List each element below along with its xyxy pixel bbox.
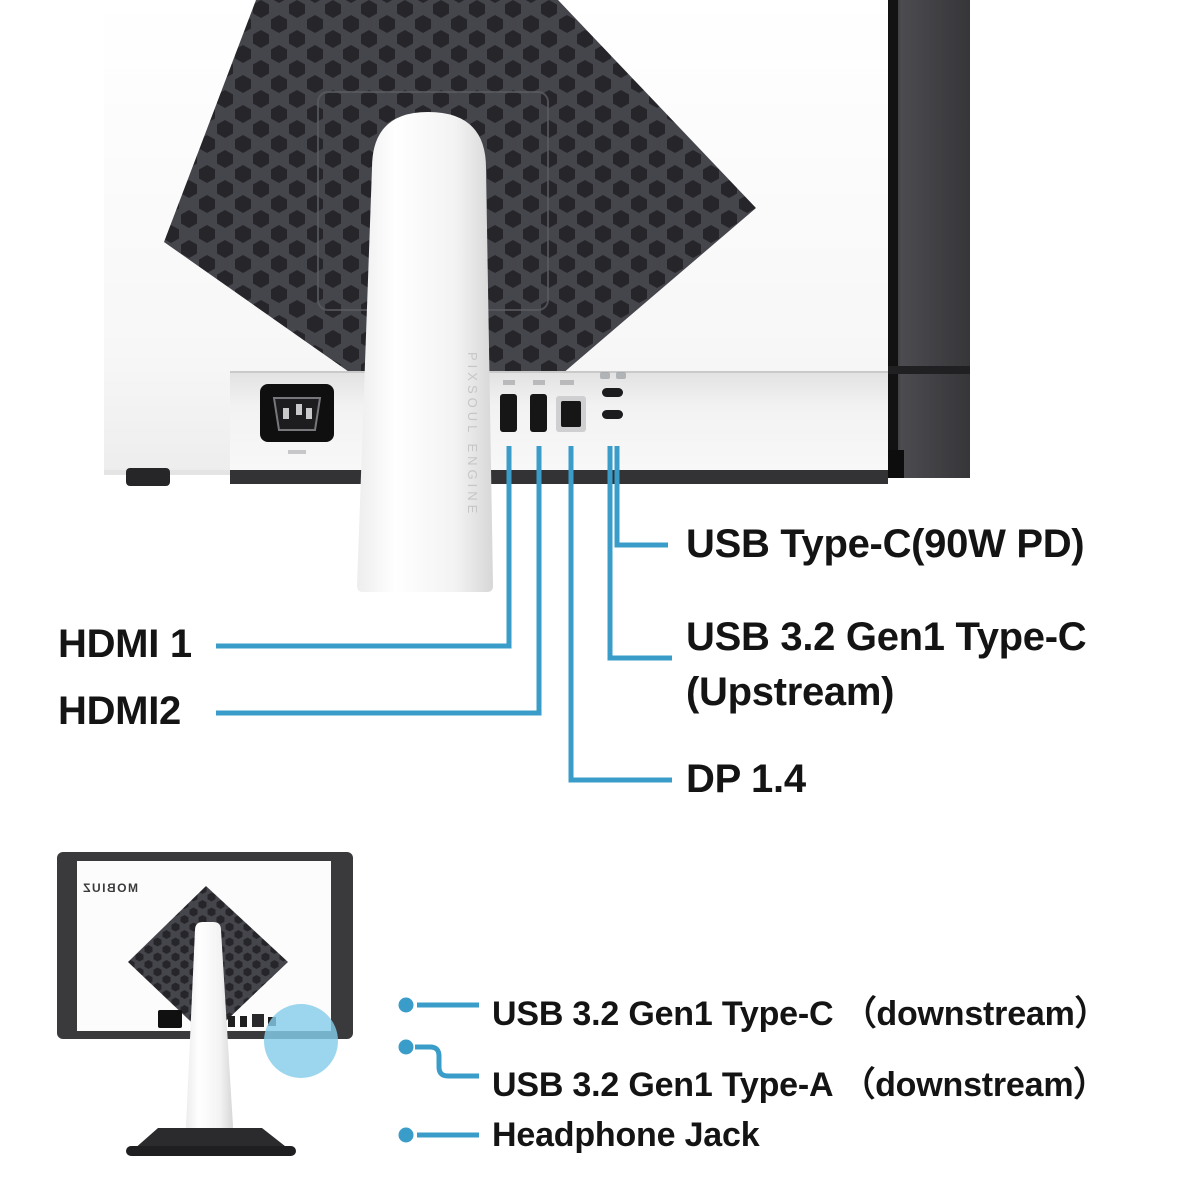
callout-dot-usb-c-down: [398, 997, 414, 1013]
hdmi2-icon: [533, 380, 545, 385]
dp-port-slot: [561, 401, 581, 427]
usb-c-upstream-icon: [616, 372, 626, 379]
label-usb-c-downstream: USB 3.2 Gen1 Type-C （downstream）: [492, 995, 1109, 1033]
label-usb-c-upstream: USB 3.2 Gen1 Type-C (Upstream): [686, 610, 1087, 720]
small-stand-column: [186, 922, 233, 1132]
monitor-back-small: MOBIUZ: [57, 852, 353, 1156]
small-stand-base: [126, 1146, 296, 1156]
label-usb-c-upstream-line1: USB 3.2 Gen1 Type-C: [686, 615, 1087, 659]
power-icon: [288, 450, 306, 454]
label-headphone-jack: Headphone Jack: [492, 1116, 760, 1154]
small-port-3: [252, 1014, 264, 1027]
small-port-1: [228, 1016, 235, 1027]
hdmi1-port: [500, 394, 517, 432]
rear-ports: [500, 372, 626, 432]
usb-c-power-port: [602, 388, 623, 397]
callout-dot-usb-a-down: [398, 1039, 414, 1055]
small-stand-neck: [133, 1128, 290, 1150]
label-usb-c-upstream-line2: (Upstream): [686, 670, 895, 714]
small-power-inlet: [158, 1010, 182, 1028]
usb-c-power-icon: [600, 372, 610, 379]
small-stand: [126, 922, 296, 1156]
callout-lines-top: [216, 446, 672, 783]
stand-engraving: PIXSOUL ENGINE: [465, 352, 480, 517]
label-usb-a-downstream: USB 3.2 Gen1 Type-A （downstream）: [492, 1066, 1108, 1104]
right-side-panel: [888, 0, 970, 478]
label-hdmi2: HDMI2: [58, 689, 181, 733]
label-hdmi1: HDMI 1: [58, 622, 192, 666]
power-inlet: [260, 384, 334, 454]
callout-line-hdmi1: [216, 446, 512, 649]
label-dp: DP 1.4: [686, 757, 806, 801]
small-port-2: [240, 1016, 247, 1027]
stand-column: PIXSOUL ENGINE: [357, 112, 493, 592]
dp-icon: [560, 380, 574, 385]
usb-c-upstream-port: [602, 410, 623, 419]
brand-logo: MOBIUZ: [82, 881, 138, 895]
label-usb-c-power: USB Type-C(90W PD): [686, 522, 1085, 566]
hdmi2-port: [530, 394, 547, 432]
hdmi1-icon: [503, 380, 515, 385]
callout-dot-headphone: [398, 1127, 414, 1143]
monitor-back-closeup: PIXSOUL ENGINE: [104, 0, 970, 783]
callout-line-usb-c-upstream: [607, 446, 672, 661]
callout-line-dp: [568, 446, 672, 783]
bottom-shadow: [230, 470, 888, 484]
callout-line-usb-a-down: [415, 1044, 479, 1079]
left-foot: [126, 468, 170, 486]
callout-line-hdmi2: [216, 446, 542, 716]
port-highlight-circle: [264, 1004, 338, 1078]
callout-lines-bottom: [398, 997, 479, 1143]
callout-line-usb-c-power: [614, 446, 668, 548]
